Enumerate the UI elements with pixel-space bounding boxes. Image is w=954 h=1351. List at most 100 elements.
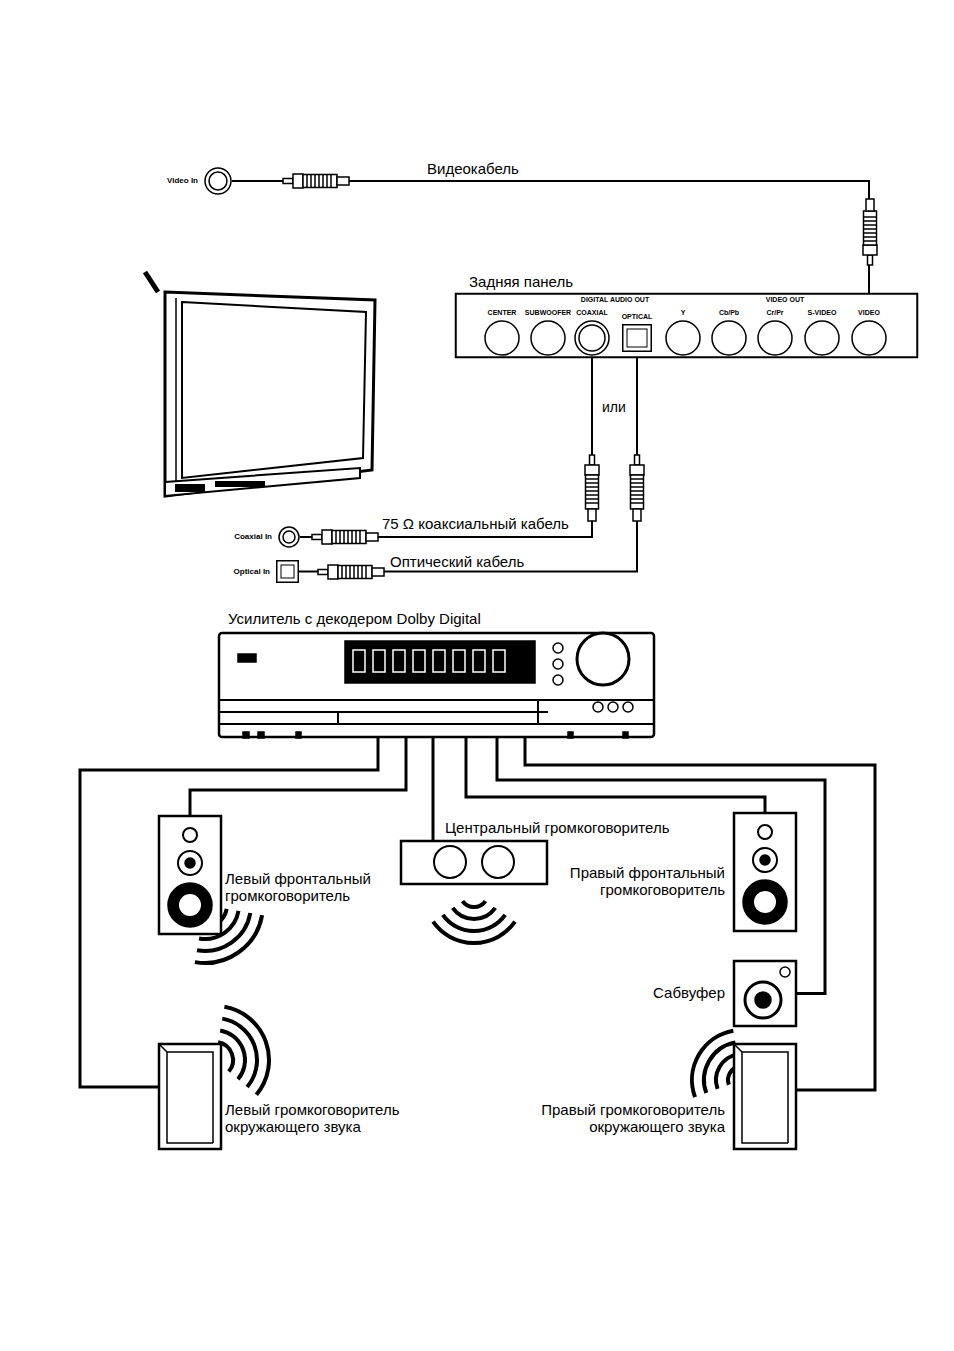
shape (183, 828, 197, 842)
shape (361, 566, 363, 579)
shape (434, 846, 466, 878)
shape (553, 659, 563, 669)
shape (666, 321, 700, 355)
tv-foot (215, 481, 265, 487)
sound-waves (195, 901, 740, 1097)
shape (243, 732, 249, 738)
shape (306, 175, 308, 188)
sound-wave (220, 1030, 245, 1079)
jack-outline (757, 320, 793, 356)
shape (593, 702, 603, 712)
shape (373, 650, 385, 672)
jack-outline (530, 320, 566, 356)
jack: COAXIAL (574, 320, 610, 356)
shape (159, 1044, 221, 1149)
shape (205, 168, 231, 194)
jack: Y (665, 320, 701, 356)
cable (80, 738, 378, 1087)
jack: CENTER (484, 320, 520, 356)
shape (568, 732, 573, 738)
shape (335, 531, 337, 544)
plug (863, 199, 877, 265)
subwoofer-outline (733, 960, 797, 1027)
node-label: OPTICAL (621, 313, 654, 321)
shape (864, 224, 877, 226)
shape (553, 675, 563, 685)
jack: SUBWOOFER (530, 320, 566, 356)
speaker: Левый фронтальный громкоговоритель (158, 815, 222, 935)
shape (343, 531, 345, 544)
jack-outline (484, 320, 520, 356)
shape (433, 650, 445, 672)
cable-label: 75 Ω коаксиальный кабель (380, 515, 571, 532)
node-label: Video In (167, 176, 198, 185)
shape (758, 321, 792, 355)
speaker-outline (158, 1043, 222, 1150)
shape (493, 650, 505, 672)
shape (293, 174, 303, 188)
speaker: Центральный громкоговоритель (400, 840, 548, 885)
shape (168, 883, 212, 927)
shape (575, 321, 609, 355)
shape (453, 650, 465, 672)
shape (366, 533, 378, 541)
shape (345, 566, 347, 579)
shape (359, 531, 361, 544)
shape (219, 633, 654, 737)
sound-wave (224, 1007, 269, 1095)
shape (734, 1044, 788, 1143)
video-in-jack-outline (204, 167, 232, 195)
shape (218, 700, 655, 724)
speaker-outline (733, 812, 797, 932)
plug (283, 174, 349, 188)
tv-set (145, 272, 375, 496)
node-label: Coaxial In (234, 532, 272, 541)
tv-screen (182, 302, 366, 478)
amplifier: Усилитель с декодером Dolby Digital (218, 632, 655, 738)
shape (745, 982, 781, 1018)
shape (712, 321, 746, 355)
node-label: SUBWOOFER (524, 309, 572, 317)
shape (283, 531, 295, 543)
shape (864, 220, 877, 222)
shape (588, 509, 596, 521)
shape (456, 294, 918, 358)
shape (337, 177, 349, 185)
shape (864, 211, 877, 245)
shape (351, 531, 353, 544)
node-label: Задняя панель (469, 273, 573, 290)
shape (755, 992, 771, 1008)
shape (623, 732, 628, 738)
shape (631, 486, 644, 488)
shape (734, 813, 796, 931)
shape (734, 961, 796, 1026)
rear-panel: Задняя панельCENTERSUBWOOFERCOAXIALOPTIC… (455, 293, 918, 358)
video-in-jack: Video In (204, 167, 232, 195)
tv-screen-edge (175, 298, 177, 484)
shape (318, 570, 328, 575)
shape (780, 967, 790, 977)
shape (758, 825, 772, 839)
sound-wave (433, 922, 515, 943)
shape (633, 509, 641, 521)
shape (473, 650, 485, 672)
speaker: Правый громкоговоритель окружающего звук… (733, 1043, 797, 1150)
shape (868, 255, 873, 265)
shape (314, 175, 316, 188)
jack: VIDEO (851, 320, 887, 356)
shape (852, 321, 886, 355)
shape (159, 1044, 213, 1143)
sound-wave (222, 1019, 257, 1087)
shape (330, 175, 332, 188)
node-label: VIDEO (857, 309, 881, 317)
shape (332, 531, 366, 544)
shape (631, 478, 644, 480)
shape (349, 566, 351, 579)
shape (353, 566, 355, 579)
shape (579, 325, 605, 351)
node-label: Правый фронтальный громкоговоритель (550, 864, 725, 899)
node-label: Центральный громкоговоритель (445, 819, 669, 836)
sound-wave (704, 1043, 735, 1093)
node-label: Левый фронтальный громкоговоритель (225, 870, 390, 905)
shape (608, 702, 618, 712)
